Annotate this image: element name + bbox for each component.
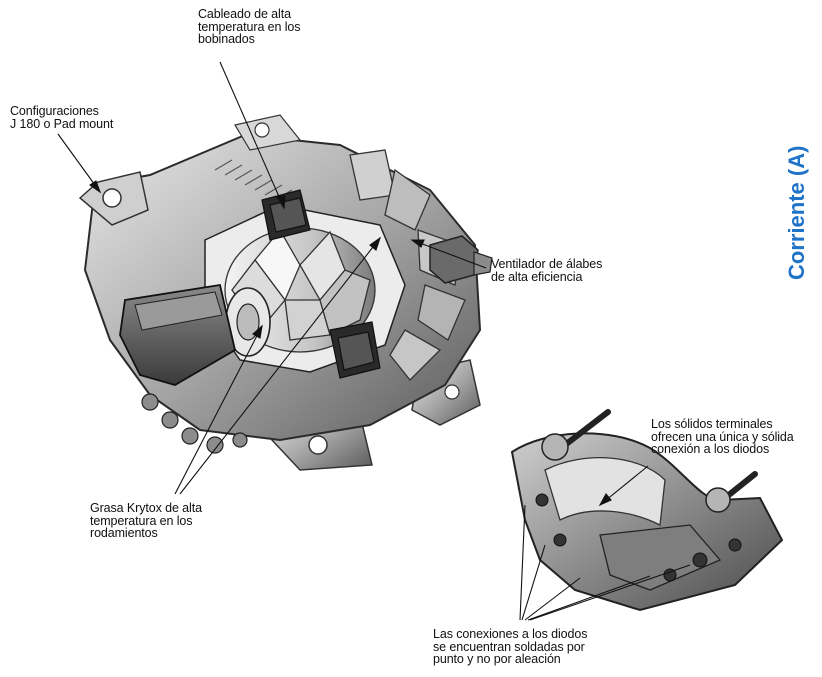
regulator-box <box>119 283 237 386</box>
mount-hole-bottom <box>308 435 328 455</box>
diode-pads <box>535 493 742 582</box>
winding-connectors <box>261 189 381 379</box>
label-ventilador: Ventilador de álabes de alta eficiencia <box>491 257 603 284</box>
label-conexiones: Las conexiones a los diodos se encuentra… <box>433 627 588 666</box>
terminal-studs <box>141 393 248 454</box>
label-grasa: Grasa Krytox de alta temperatura en los … <box>90 501 202 540</box>
rectifier-assembly <box>510 409 784 612</box>
rectifier-bolts <box>541 409 758 513</box>
side-title-corriente: Corriente (A) <box>784 145 809 280</box>
mount-hole-top <box>102 188 122 208</box>
pulley-nut <box>429 235 493 284</box>
leader-lines <box>57 61 691 621</box>
label-cableado: Cableado de alta temperatura en los bobi… <box>198 7 301 46</box>
label-solidos: Los sólidos terminales ofrecen una única… <box>651 417 794 456</box>
alternator <box>78 114 493 471</box>
label-configuraciones: Configuraciones J 180 o Pad mount <box>10 104 114 131</box>
